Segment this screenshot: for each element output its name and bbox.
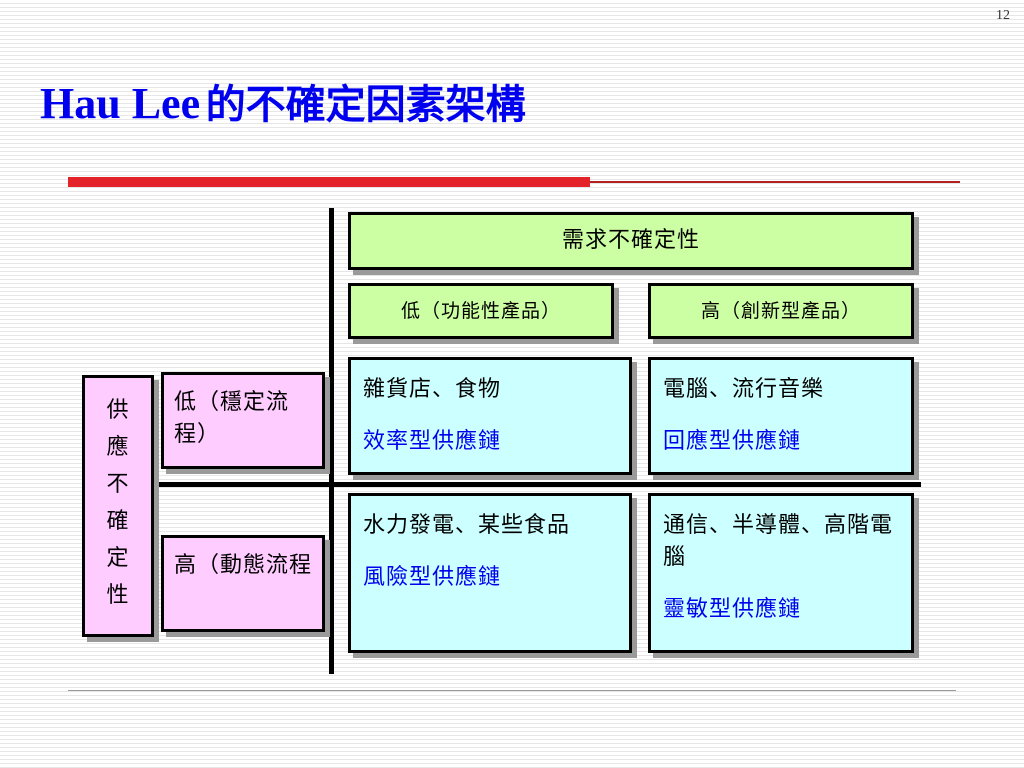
cell-examples: 水力發電、某些食品 xyxy=(363,513,571,538)
cell-strategy: 回應型供應鏈 xyxy=(663,429,802,454)
footer-rule xyxy=(68,690,956,691)
cell-strategy: 風險型供應鏈 xyxy=(363,565,502,590)
cell-strategy: 效率型供應鏈 xyxy=(363,429,502,454)
supply-high-box: 高（動態流程 xyxy=(161,535,325,632)
supply-header-char: 確 xyxy=(106,509,130,534)
demand-high-box: 高（創新型產品） xyxy=(648,283,914,339)
page-number: 12 xyxy=(996,8,1010,23)
demand-uncertainty-header: 需求不確定性 xyxy=(348,212,914,270)
vertical-axis-line xyxy=(329,208,334,674)
demand-low-label: 低（功能性產品） xyxy=(400,300,561,322)
matrix-cell-high-high: 通信、半導體、高階電腦 靈敏型供應鏈 xyxy=(648,493,914,653)
supply-header-char: 不 xyxy=(106,472,130,497)
cell-examples: 通信、半導體、高階電腦 xyxy=(663,513,894,570)
demand-high-label: 高（創新型產品） xyxy=(700,300,861,322)
demand-low-box: 低（功能性產品） xyxy=(348,283,614,339)
cell-examples: 電腦、流行音樂 xyxy=(663,377,825,402)
supply-header-char: 性 xyxy=(106,583,130,608)
cell-strategy: 靈敏型供應鏈 xyxy=(663,597,802,622)
matrix-cell-high-low: 水力發電、某些食品 風險型供應鏈 xyxy=(348,493,632,653)
demand-uncertainty-label: 需求不確定性 xyxy=(561,228,700,253)
title-underline-thick xyxy=(68,177,590,187)
supply-header-char: 應 xyxy=(106,435,130,460)
supply-header-char: 定 xyxy=(106,546,130,571)
matrix-cell-low-high: 電腦、流行音樂 回應型供應鏈 xyxy=(648,357,914,475)
supply-uncertainty-header: 供 應 不 確 定 性 xyxy=(82,375,154,637)
cell-examples: 雜貨店、食物 xyxy=(363,377,502,402)
title-cjk: 的不確定因素架構 xyxy=(205,82,526,128)
horizontal-axis-line xyxy=(154,482,921,487)
supply-header-char: 供 xyxy=(106,398,130,423)
supply-high-label: 高（動態流程 xyxy=(174,553,313,578)
supply-low-box: 低（穩定流程） xyxy=(161,372,325,469)
title-latin: Hau Lee xyxy=(40,79,201,128)
matrix-cell-low-low: 雜貨店、食物 效率型供應鏈 xyxy=(348,357,632,475)
supply-low-label: 低（穩定流程） xyxy=(174,390,290,447)
slide-title: Hau Lee 的不確定因素架構 xyxy=(40,82,526,126)
title-underline-thin xyxy=(590,181,960,183)
